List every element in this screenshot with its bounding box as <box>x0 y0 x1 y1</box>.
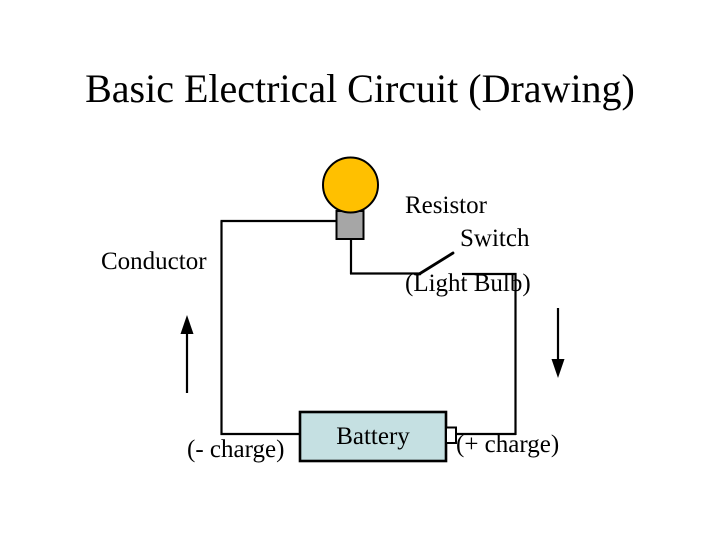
bulb-base <box>335 210 365 240</box>
battery-terminal <box>445 426 457 444</box>
label-switch: Switch <box>460 225 530 252</box>
label-negative-charge: (- charge) <box>187 436 285 463</box>
switch-lever <box>418 251 455 275</box>
label-resistor-line2: (Light Bulb) <box>405 270 531 297</box>
label-battery: Battery <box>336 422 410 450</box>
label-positive-charge: (+ charge) <box>456 431 560 458</box>
label-resistor: Resistor (Light Bulb) <box>405 141 531 349</box>
label-resistor-line1: Resistor <box>405 192 487 219</box>
slide-title: Basic Electrical Circuit (Drawing) <box>85 66 635 111</box>
current-up-arrow-icon <box>180 315 194 393</box>
label-conductor: Conductor <box>101 248 207 275</box>
current-down-arrow-icon <box>551 308 565 378</box>
light-bulb <box>322 156 379 214</box>
